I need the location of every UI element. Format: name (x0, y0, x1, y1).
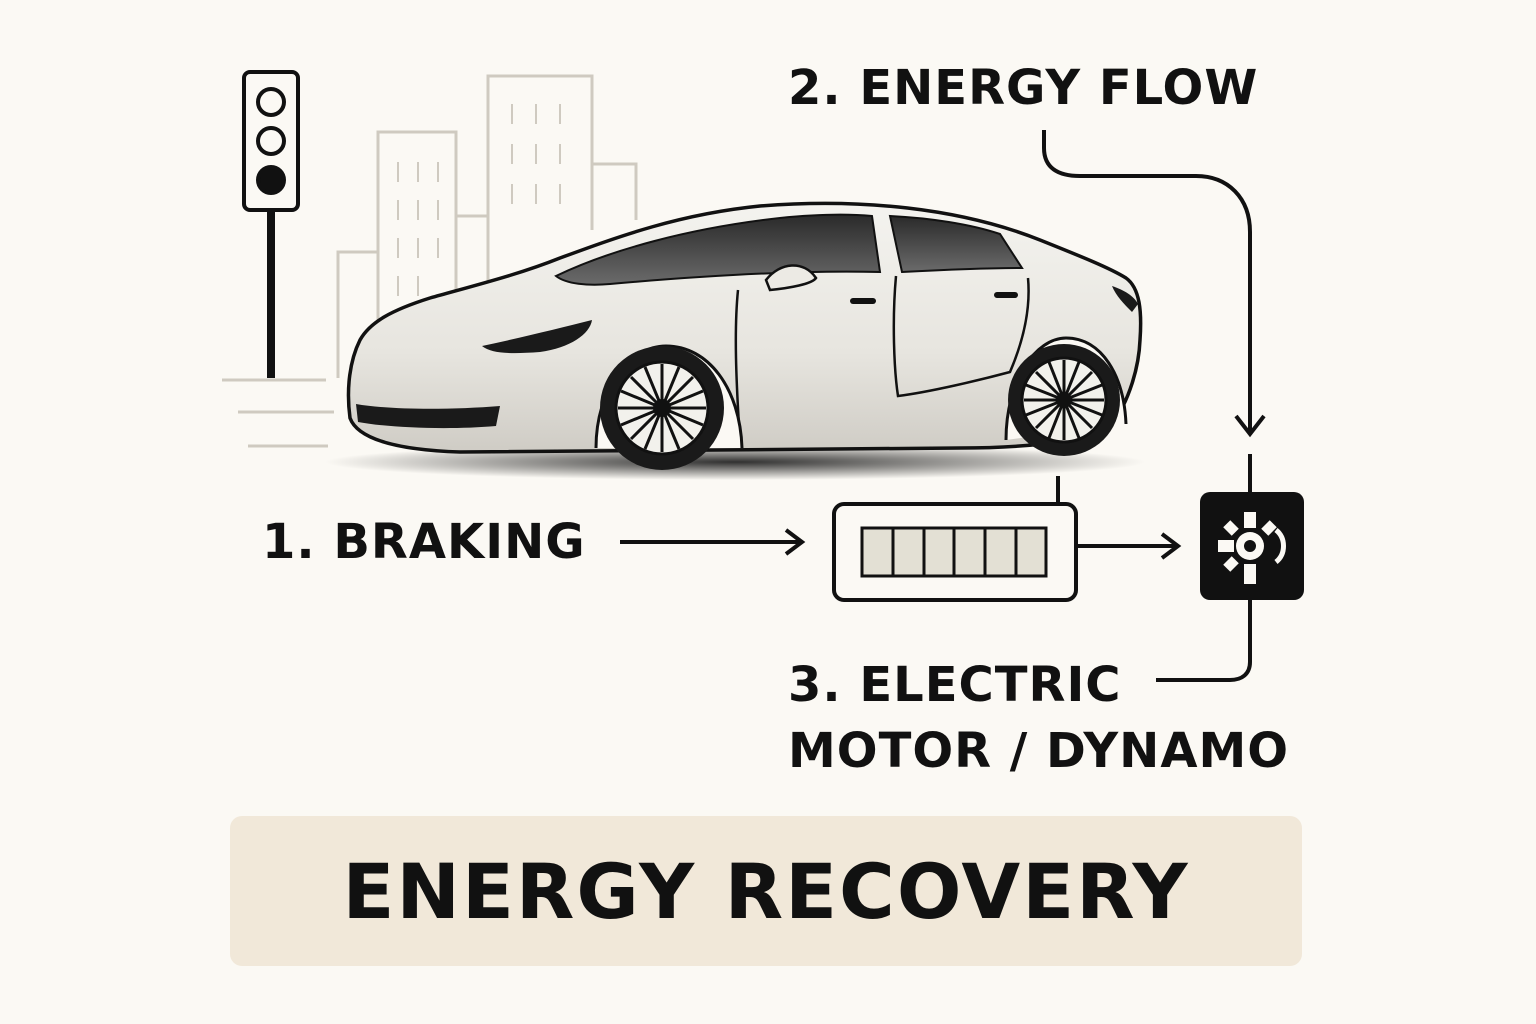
motor-label-line-2: MOTOR / DYNAMO (788, 723, 1290, 779)
diagram-title: ENERGY RECOVERY (342, 846, 1190, 936)
traffic-light-icon (242, 70, 300, 378)
title-banner: ENERGY RECOVERY (230, 816, 1302, 966)
battery-icon (832, 502, 1078, 602)
motor-label-line-1: 3. ELECTRIC (788, 657, 1122, 713)
braking-label: 1. BRAKING (262, 514, 586, 570)
energy-flow-label: 2. ENERGY FLOW (788, 60, 1259, 116)
electric-car (325, 201, 1145, 480)
front-wheel (600, 346, 724, 470)
ground-lines (222, 378, 334, 448)
rear-wheel (1008, 344, 1120, 456)
motor-label-connector (1156, 600, 1252, 682)
motor-dynamo-icon (1200, 492, 1304, 600)
braking-arrow (620, 528, 806, 556)
energy-flow-arrow (1042, 130, 1252, 432)
battery-motor-arrow (1076, 532, 1182, 560)
motor-dynamo-label: 3. ELECTRIC MOTOR / DYNAMO (788, 652, 1289, 784)
energy-flow-arrowhead (1234, 414, 1266, 438)
